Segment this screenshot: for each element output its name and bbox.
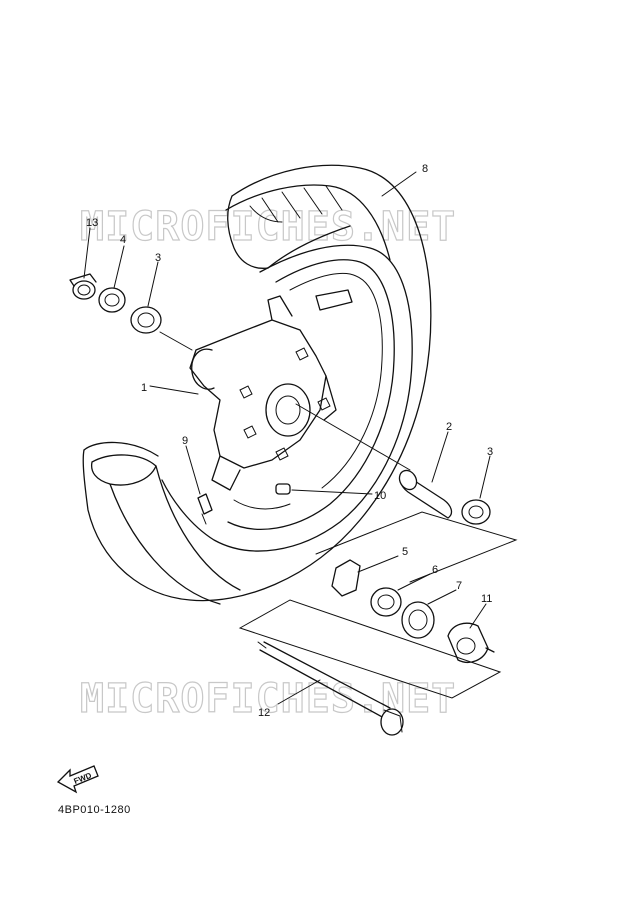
balance-weight (275, 483, 291, 495)
tire-valve (197, 493, 213, 525)
bearing-7 (401, 601, 435, 639)
callout-9: 9 (182, 435, 188, 447)
fwd-arrow-icon: FWD (56, 765, 99, 794)
callout-3-right: 3 (487, 446, 493, 458)
wheel-rim (161, 244, 413, 552)
retainer-5 (331, 559, 361, 597)
callout-8: 8 (422, 163, 428, 175)
spacer-2 (398, 469, 453, 519)
watermark-top: MICROFICHES.NET (80, 204, 456, 250)
callout-5: 5 (402, 546, 408, 558)
gear-unit-11 (447, 622, 495, 663)
callout-3-left: 3 (155, 252, 161, 264)
oil-seal-6 (370, 587, 402, 617)
leader-lines (83, 171, 491, 705)
collar-13 (69, 273, 97, 300)
callout-12: 12 (258, 707, 270, 719)
callout-4: 4 (120, 234, 126, 246)
wheel-hub (189, 289, 353, 510)
callout-13: 13 (86, 217, 98, 229)
oil-seal-4 (98, 287, 126, 313)
callout-2: 2 (446, 421, 452, 433)
bearing-3-right (461, 499, 491, 525)
tire (82, 164, 432, 605)
callout-7: 7 (456, 580, 462, 592)
bearing-3-left (130, 306, 162, 334)
callout-1: 1 (141, 382, 147, 394)
axle-12 (257, 641, 404, 736)
callout-11: 11 (481, 593, 492, 605)
callout-10: 10 (374, 490, 386, 502)
callout-6: 6 (432, 564, 438, 576)
diagram-code: 4BP010-1280 (58, 804, 131, 816)
